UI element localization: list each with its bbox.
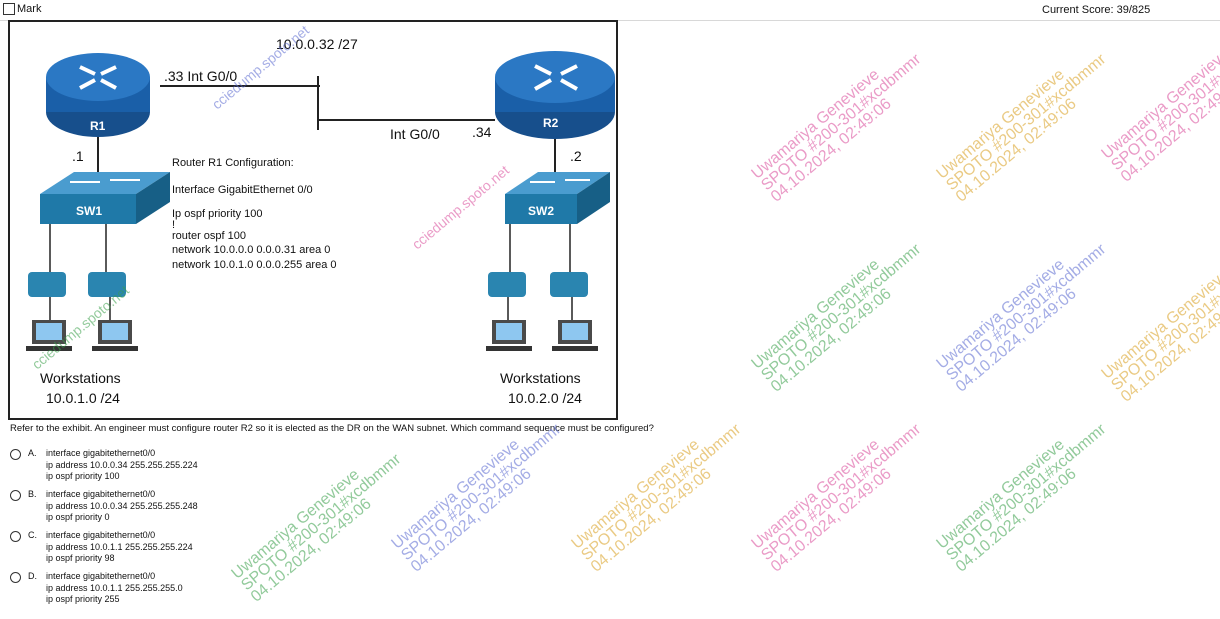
- r1-link-label: .1: [72, 148, 84, 164]
- ip-phone-icon: [28, 272, 588, 297]
- config-line: Router R1 Configuration:: [172, 157, 294, 169]
- config-line: router ospf 100: [172, 229, 246, 242]
- router-r1-icon: [46, 53, 150, 137]
- r2-name: R2: [543, 116, 559, 130]
- wan-subnet-label: 10.0.0.32 /27: [276, 36, 358, 52]
- top-bar: Mark Current Score: 39/825: [0, 0, 1220, 21]
- r1-config-block: Router R1 Configuration: Interface Gigab…: [172, 156, 337, 272]
- radio-icon[interactable]: [10, 572, 21, 583]
- question-text: Refer to the exhibit. An engineer must c…: [10, 423, 654, 434]
- sw1-name: SW1: [76, 204, 103, 218]
- r2-link-label: .2: [570, 148, 582, 164]
- exhibit-diagram: 10.0.0.32 /27 .33 Int G0/0 Int G0/0 .34 …: [8, 20, 618, 420]
- router-r2-icon: [495, 51, 615, 139]
- config-line: network 10.0.0.0 0.0.0.31 area 0: [172, 244, 331, 256]
- current-score: Current Score: 39/825: [1042, 4, 1151, 16]
- r2-interface-label: Int G0/0: [390, 126, 440, 142]
- switch-sw1-icon: [40, 172, 170, 224]
- ws2-network: 10.0.2.0 /24: [508, 390, 582, 406]
- ws2-title: Workstations: [500, 370, 581, 386]
- workstation-icon: [26, 320, 598, 351]
- config-line: network 10.0.1.0 0.0.0.255 area 0: [172, 258, 337, 271]
- r1-interface-label: .33 Int G0/0: [164, 68, 238, 84]
- ws1-title: Workstations: [40, 370, 121, 386]
- sw2-name: SW2: [528, 204, 555, 218]
- config-line: !: [172, 218, 176, 231]
- ws1-network: 10.0.1.0 /24: [46, 390, 120, 406]
- radio-icon[interactable]: [10, 531, 21, 542]
- switch-sw2-icon: [505, 172, 610, 224]
- radio-icon[interactable]: [10, 490, 21, 501]
- config-line: Ip ospf priority 100: [172, 208, 263, 220]
- r2-host-label: .34: [472, 124, 492, 140]
- checkbox-icon[interactable]: [3, 3, 15, 15]
- r1-name: R1: [90, 119, 106, 133]
- radio-icon[interactable]: [10, 449, 21, 460]
- mark-label: Mark: [17, 3, 42, 15]
- config-line: Interface GigabitEthernet 0/0: [172, 183, 313, 196]
- mark-checkbox[interactable]: Mark: [3, 3, 41, 15]
